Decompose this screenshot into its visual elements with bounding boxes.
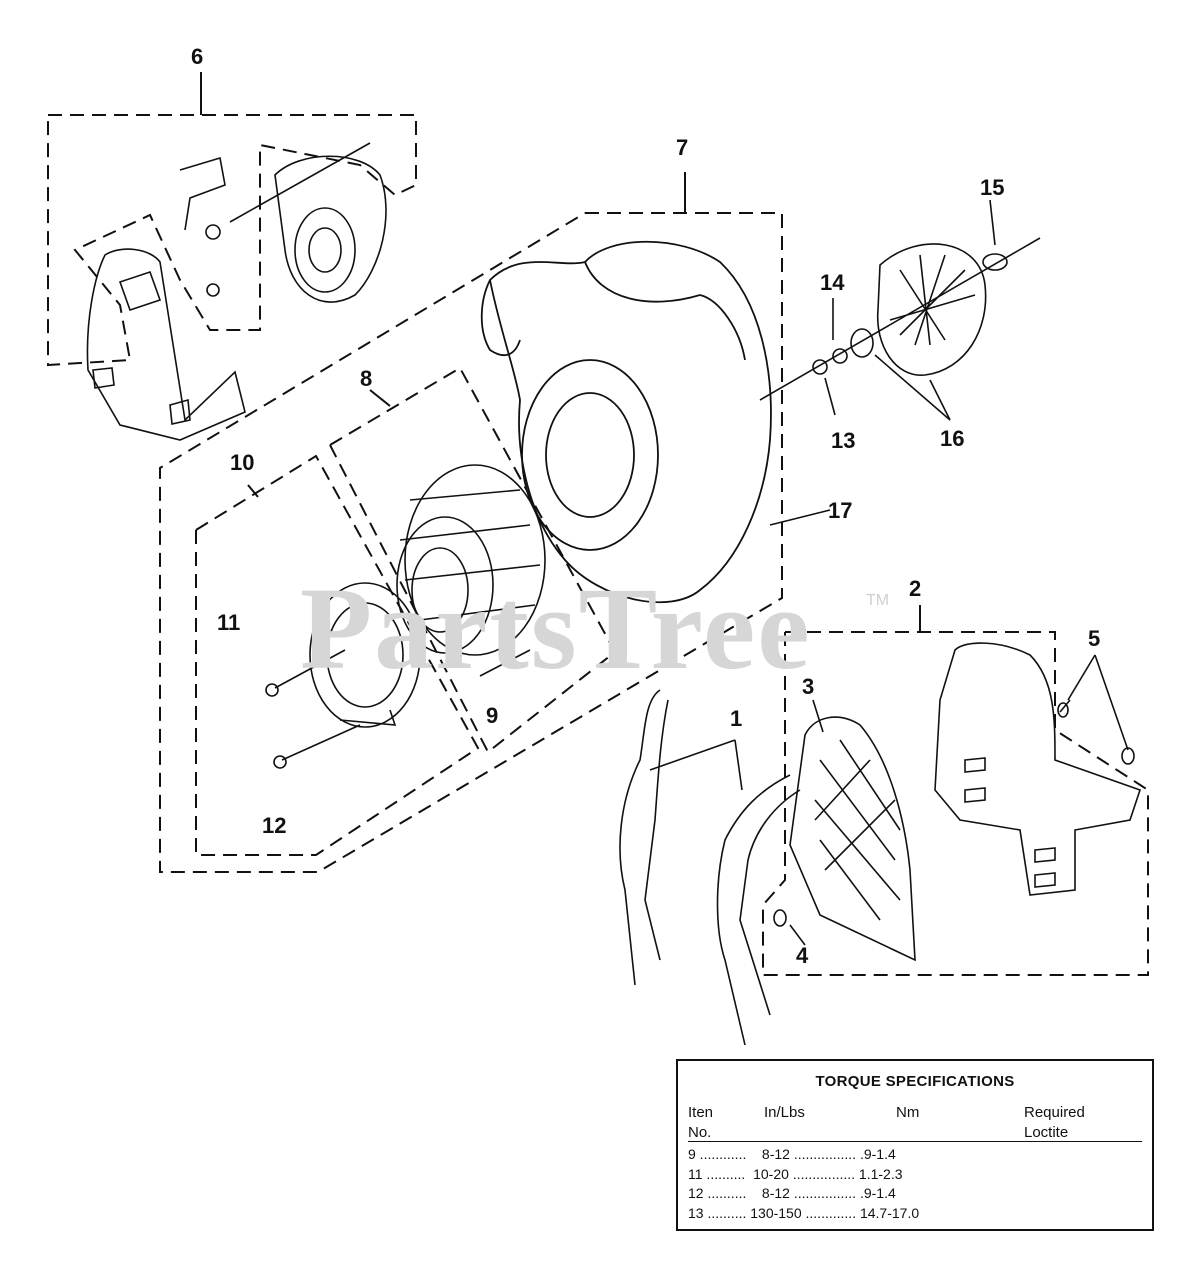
header-item-no: Iten No. bbox=[688, 1104, 714, 1141]
part-6-assembly bbox=[86, 142, 387, 441]
callout-5: 5 bbox=[1088, 626, 1101, 651]
callout-2: 2 bbox=[909, 576, 922, 601]
torque-rows: 9 ............ 8-12 ................ .9-… bbox=[688, 1145, 1148, 1223]
callout-3: 3 bbox=[802, 674, 815, 699]
callout-8: 8 bbox=[360, 366, 373, 391]
watermark-tm: TM bbox=[866, 592, 890, 609]
callout-17: 17 bbox=[828, 498, 853, 523]
torque-row: 9 ............ 8-12 ................ .9-… bbox=[688, 1146, 896, 1162]
callout-13: 13 bbox=[831, 428, 856, 453]
group-7-boundary bbox=[159, 212, 783, 873]
header-nm: Nm bbox=[896, 1104, 920, 1121]
group-8-boundary bbox=[329, 366, 617, 754]
callout-6: 6 bbox=[191, 44, 204, 69]
header-required-loctite: Required Loctite bbox=[1024, 1104, 1085, 1141]
torque-row: 12 .......... 8-12 ................ .9-1… bbox=[688, 1185, 896, 1201]
group-6-boundary bbox=[47, 114, 417, 367]
callout-14: 14 bbox=[820, 270, 845, 295]
torque-table-title: TORQUE SPECIFICATIONS bbox=[815, 1073, 1015, 1090]
blower-housing bbox=[480, 240, 772, 604]
callout-10: 10 bbox=[230, 450, 255, 475]
straps-part-1 bbox=[619, 689, 801, 1046]
header-rule bbox=[688, 1141, 1142, 1142]
callout-9: 9 bbox=[486, 703, 499, 728]
watermark: PartsTree bbox=[300, 563, 812, 694]
header-in-lbs: In/Lbs bbox=[764, 1104, 805, 1121]
fan-parts bbox=[759, 199, 1041, 526]
frame-part-3 bbox=[773, 699, 916, 962]
callout-16: 16 bbox=[940, 426, 965, 451]
callout-15: 15 bbox=[980, 175, 1005, 200]
back-frame-part-2 bbox=[934, 642, 1142, 896]
group-2-boundary bbox=[762, 631, 1149, 976]
callout-7: 7 bbox=[676, 135, 689, 160]
callout-11: 11 bbox=[217, 610, 241, 635]
plate-part-10 bbox=[265, 582, 531, 769]
callout-12: 12 bbox=[262, 813, 287, 838]
torque-row: 13 .......... 130-150 ............. 14.7… bbox=[688, 1204, 920, 1221]
callout-4: 4 bbox=[796, 943, 809, 968]
torque-row: 11 .......... 10-20 ................ 1.1… bbox=[688, 1165, 903, 1182]
group-10-boundary bbox=[195, 454, 480, 856]
impeller-part-8 bbox=[396, 464, 546, 656]
torque-specifications-table: TORQUE SPECIFICATIONS Iten No. In/Lbs Nm… bbox=[676, 1059, 1154, 1231]
callout-1: 1 bbox=[730, 706, 743, 731]
